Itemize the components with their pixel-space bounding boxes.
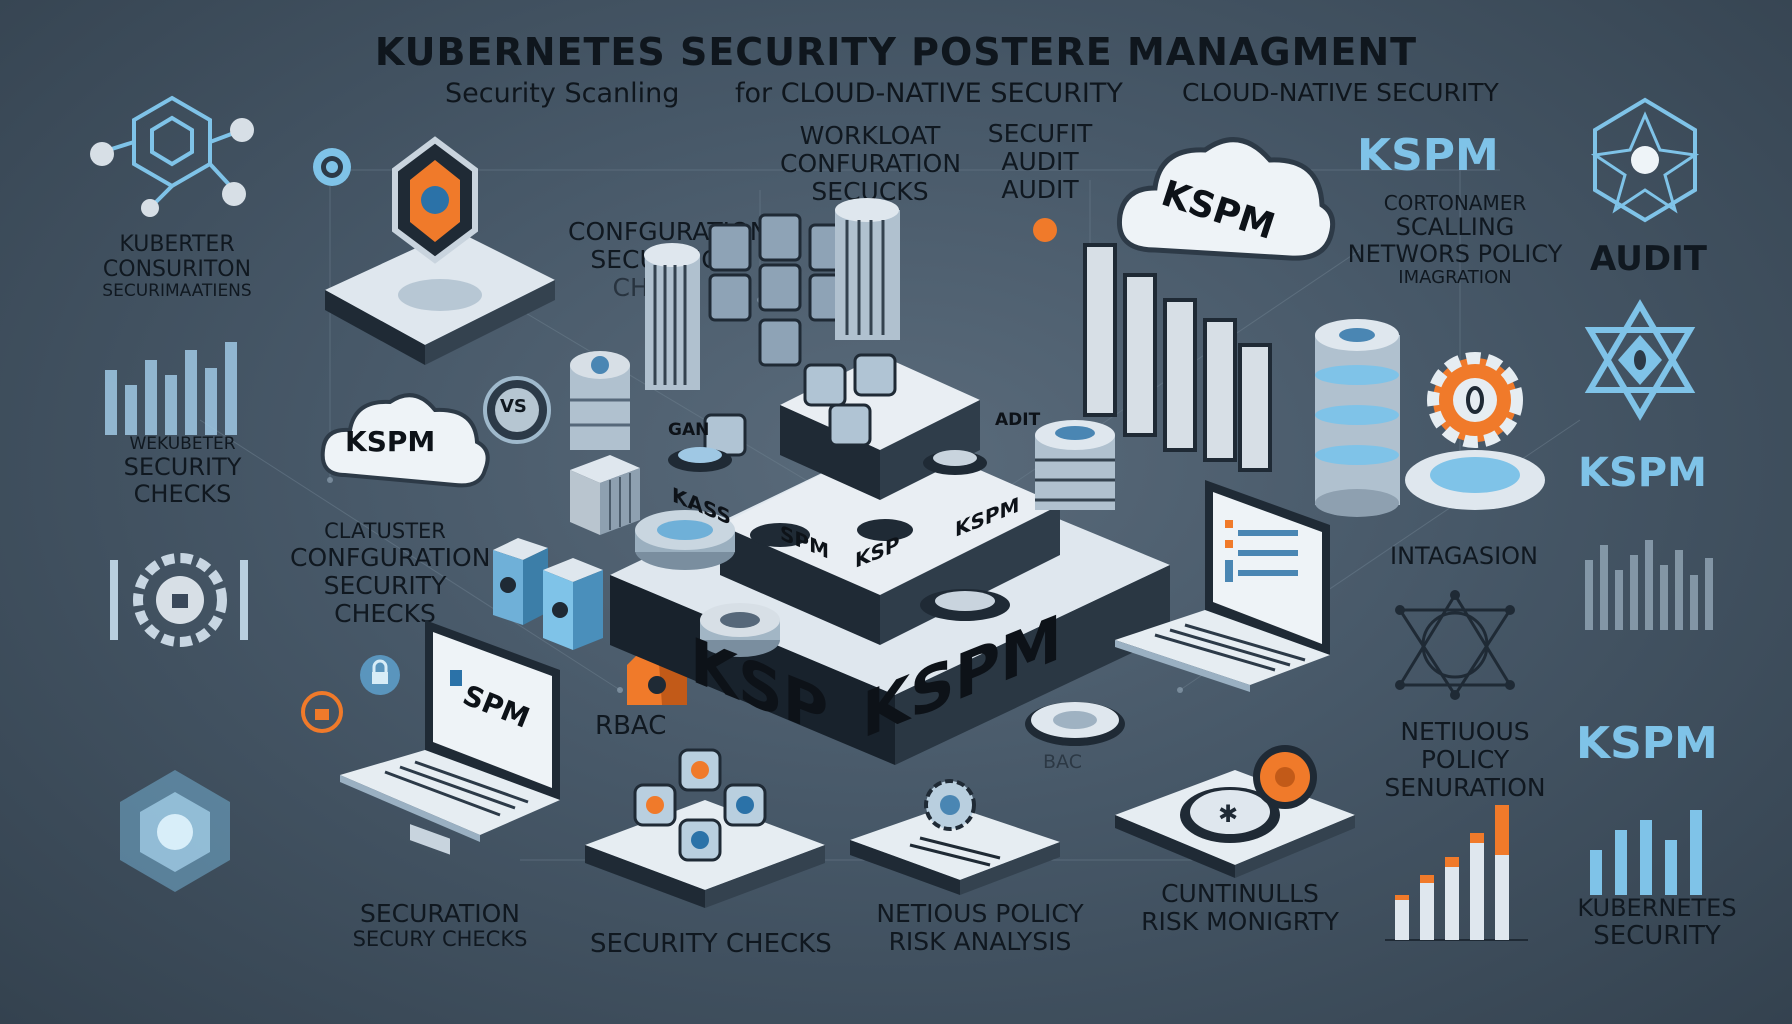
- cube-text-5: GAN: [668, 420, 710, 440]
- lock-icon: [360, 655, 400, 695]
- shield-hexagon-icon: [120, 770, 230, 892]
- cube-text-6: ADIT: [995, 410, 1041, 430]
- risk-analysis-platform-icon: [850, 779, 1060, 895]
- gear-lock-icon: [110, 553, 248, 647]
- disk-bac-icon: [1025, 702, 1125, 746]
- storage-crate-icon: [570, 455, 640, 535]
- target-icon: [313, 148, 351, 186]
- subtitle-left: Security Scanling: [445, 78, 680, 109]
- blue-cubes-icon: [493, 538, 603, 650]
- bar-chart-icon: [105, 342, 237, 435]
- right-bars-faded-icon: [1585, 540, 1713, 630]
- subtitle-center: for CLOUD-NATIVE SECURITY: [735, 78, 1123, 109]
- label-bac-faded: BAC: [1043, 751, 1082, 773]
- label-intagasion: INTAGASION: [1390, 542, 1538, 570]
- right-kspm-low: KSPM: [1576, 718, 1718, 769]
- cloud-left-text: KSPM: [345, 425, 436, 458]
- right-audit: AUDIT: [1590, 239, 1707, 279]
- right-kspm-top: KSPM: [1357, 130, 1499, 181]
- badge-disk-icon: [483, 376, 551, 444]
- server-cylinder-icon: [570, 351, 630, 450]
- svg-text:✱: ✱: [1218, 800, 1238, 828]
- laptop-icon-right: [1115, 480, 1330, 692]
- label-security-checks: SECURITY CHECKS: [590, 929, 832, 959]
- network-star-icon: [1395, 590, 1515, 700]
- cloud-icon-top: [1116, 137, 1336, 261]
- hexagon-network-icon: [90, 95, 254, 217]
- bar-chart-orange-icon: [1385, 805, 1528, 941]
- badge-vs: VS: [500, 396, 527, 417]
- orange-lock-icon: [301, 691, 343, 733]
- orange-dot-icon: [1033, 218, 1057, 242]
- central-platform: [610, 198, 1170, 765]
- database-gear-icon: [1315, 319, 1545, 517]
- orange-badge-icon: [1253, 745, 1317, 809]
- cloud-icon-left: [320, 393, 490, 488]
- shield-platform-icon: [325, 136, 555, 365]
- pillars-chart-icon: [1083, 243, 1272, 472]
- right-kspm-mid: KSPM: [1578, 450, 1707, 496]
- laptop-icon-left: [340, 620, 560, 855]
- label-rbac: RBAC: [595, 711, 667, 741]
- hexagram-icon: [1584, 299, 1696, 421]
- subtitle-right: CLOUD-NATIVE SECURITY: [1182, 78, 1499, 107]
- page-title: KUBERNETES SECURITY POSTERE MANAGMENT: [374, 30, 1418, 74]
- bar-chart-blue-icon: [1590, 810, 1702, 895]
- star-network-icon: [1590, 97, 1700, 223]
- cubes-platform-icon: [585, 748, 825, 908]
